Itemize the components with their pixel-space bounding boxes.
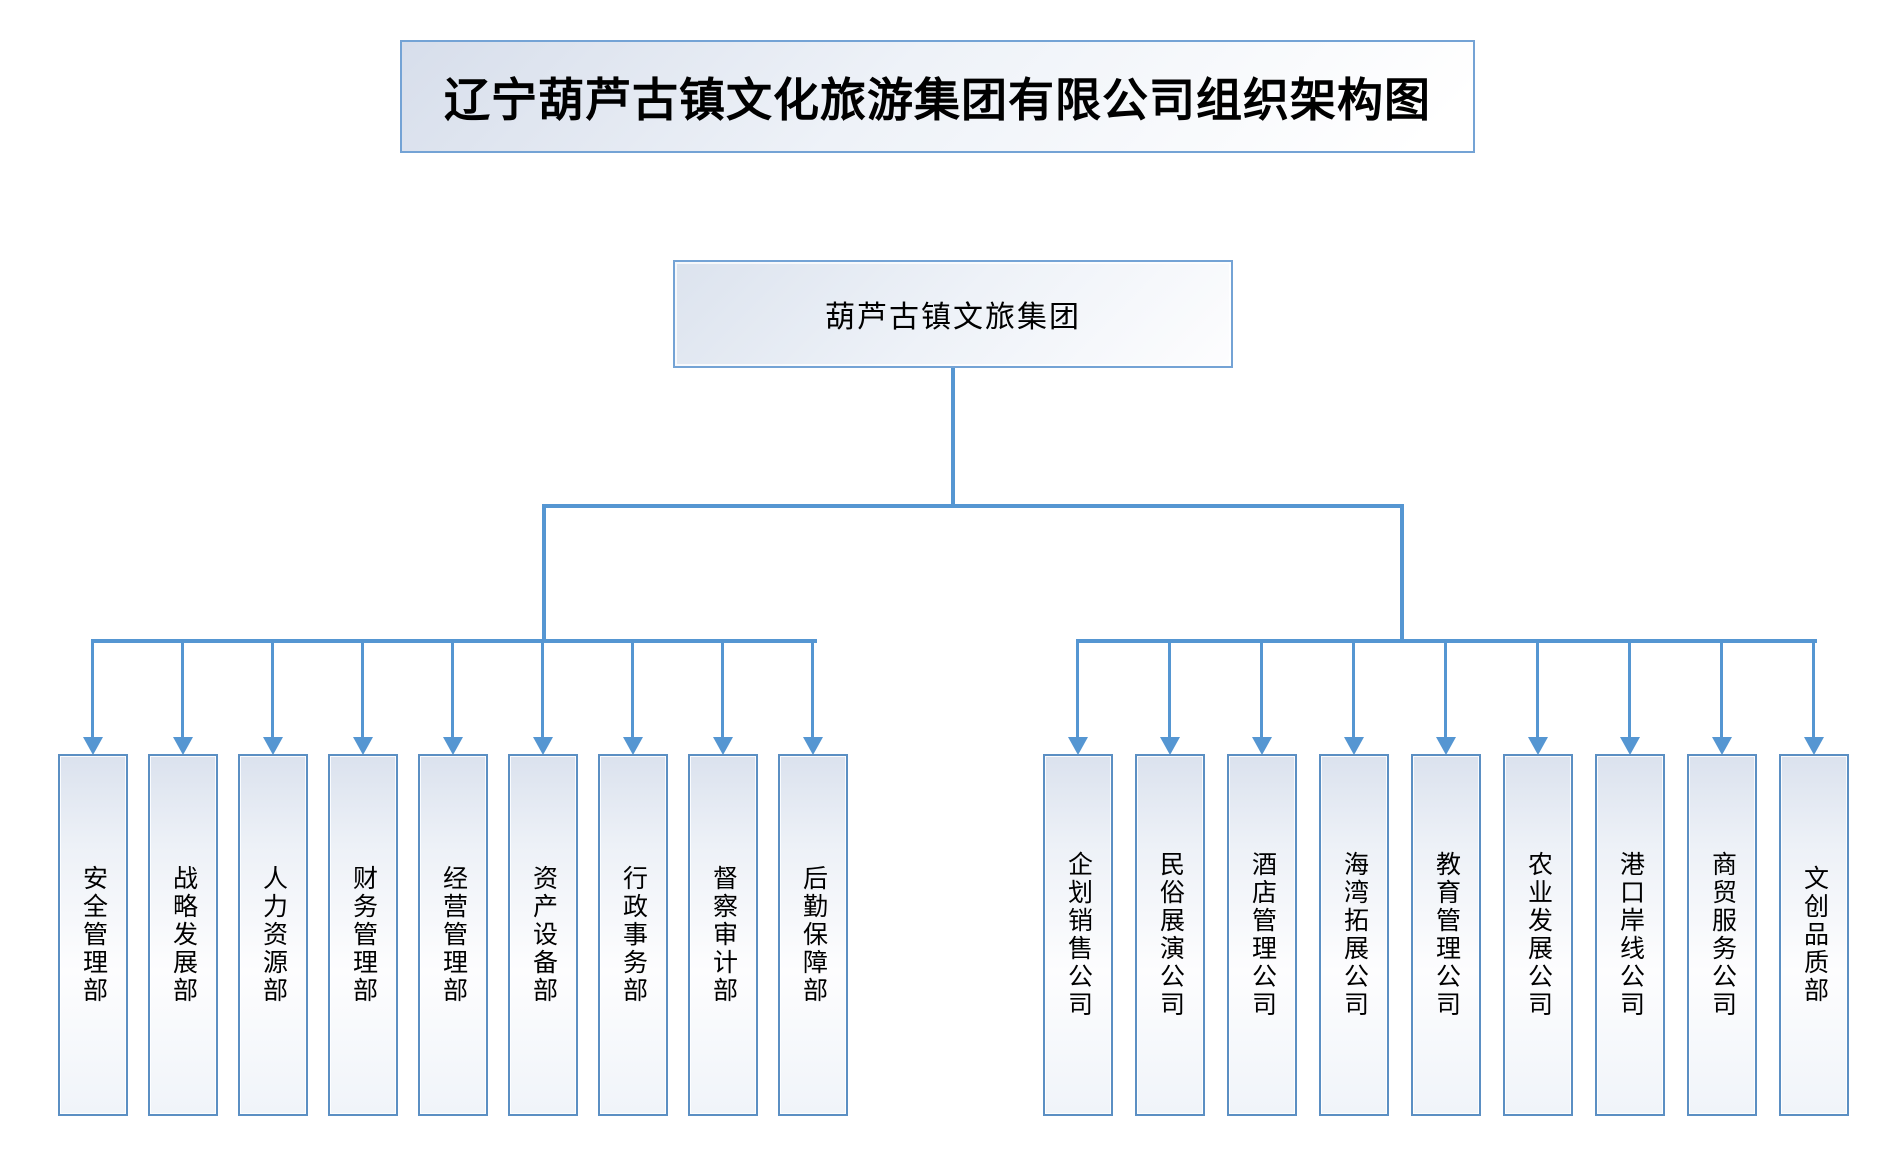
arrow-down-icon — [1160, 737, 1180, 755]
connector-arrow-stub — [181, 641, 184, 737]
root-node-label: 葫芦古镇文旅集团 — [825, 301, 1081, 334]
arrow-down-icon — [623, 737, 643, 755]
arrow-down-icon — [83, 737, 103, 755]
connector-arrow-stub — [1352, 641, 1355, 737]
arrow-down-icon — [1068, 737, 1088, 755]
arrow-down-icon — [1436, 737, 1456, 755]
connector-arrow-stub — [91, 641, 94, 737]
org-box-label: 经营管理部 — [439, 865, 468, 1005]
org-box-label: 海湾拓展公司 — [1340, 851, 1369, 1019]
arrow-down-icon — [263, 737, 283, 755]
arrow-down-icon — [1804, 737, 1824, 755]
org-box-label: 督察审计部 — [709, 865, 738, 1005]
org-box-subsidiary: 民俗展演公司 — [1135, 754, 1205, 1116]
org-box-label: 财务管理部 — [349, 865, 378, 1005]
arrow-down-icon — [1620, 737, 1640, 755]
connector-left-group-bar — [91, 639, 817, 643]
connector-arrow-stub — [811, 641, 814, 737]
org-box-department: 资产设备部 — [508, 754, 578, 1116]
arrow-down-icon — [803, 737, 823, 755]
org-box-label: 战略发展部 — [169, 865, 198, 1005]
arrow-down-icon — [353, 737, 373, 755]
org-box-label: 行政事务部 — [619, 865, 648, 1005]
arrow-down-icon — [173, 737, 193, 755]
org-box-label: 人力资源部 — [259, 865, 288, 1005]
org-box-subsidiary: 海湾拓展公司 — [1319, 754, 1389, 1116]
org-box-department: 督察审计部 — [688, 754, 758, 1116]
org-box-label: 商贸服务公司 — [1708, 851, 1737, 1019]
org-box-label: 农业发展公司 — [1524, 851, 1553, 1019]
org-box-label: 酒店管理公司 — [1248, 851, 1277, 1019]
arrow-down-icon — [1252, 737, 1272, 755]
chart-title-box: 辽宁葫芦古镇文化旅游集团有限公司组织架构图 — [400, 40, 1475, 153]
org-box-department: 经营管理部 — [418, 754, 488, 1116]
connector-arrow-stub — [721, 641, 724, 737]
connector-arrow-stub — [1720, 641, 1723, 737]
org-box-department: 人力资源部 — [238, 754, 308, 1116]
arrow-down-icon — [533, 737, 553, 755]
connector-arrow-stub — [1168, 641, 1171, 737]
arrow-down-icon — [1712, 737, 1732, 755]
chart-title: 辽宁葫芦古镇文化旅游集团有限公司组织架构图 — [444, 73, 1431, 126]
org-box-department: 行政事务部 — [598, 754, 668, 1116]
org-box-department: 战略发展部 — [148, 754, 218, 1116]
org-box-subsidiary: 文创品质部 — [1779, 754, 1849, 1116]
org-box-subsidiary: 港口岸线公司 — [1595, 754, 1665, 1116]
arrow-down-icon — [713, 737, 733, 755]
connector-arrow-stub — [451, 641, 454, 737]
connector-arrow-stub — [1260, 641, 1263, 737]
connector-left-drop — [542, 504, 546, 643]
org-box-label: 民俗展演公司 — [1156, 851, 1185, 1019]
connector-root-stem — [951, 368, 955, 506]
connector-main-bar — [542, 504, 1404, 508]
root-node-box: 葫芦古镇文旅集团 — [673, 260, 1233, 368]
connector-arrow-stub — [541, 641, 544, 737]
connector-arrow-stub — [1812, 641, 1815, 737]
org-box-subsidiary: 教育管理公司 — [1411, 754, 1481, 1116]
org-box-label: 教育管理公司 — [1432, 851, 1461, 1019]
org-box-subsidiary: 企划销售公司 — [1043, 754, 1113, 1116]
arrow-down-icon — [1528, 737, 1548, 755]
connector-arrow-stub — [1628, 641, 1631, 737]
org-box-label: 资产设备部 — [529, 865, 558, 1005]
connector-arrow-stub — [1536, 641, 1539, 737]
arrow-down-icon — [443, 737, 463, 755]
org-box-label: 港口岸线公司 — [1616, 851, 1645, 1019]
connector-arrow-stub — [361, 641, 364, 737]
org-box-subsidiary: 商贸服务公司 — [1687, 754, 1757, 1116]
org-box-subsidiary: 酒店管理公司 — [1227, 754, 1297, 1116]
org-box-department: 安全管理部 — [58, 754, 128, 1116]
org-box-label: 企划销售公司 — [1064, 851, 1093, 1019]
org-box-department: 后勤保障部 — [778, 754, 848, 1116]
connector-arrow-stub — [271, 641, 274, 737]
arrow-down-icon — [1344, 737, 1364, 755]
org-box-subsidiary: 农业发展公司 — [1503, 754, 1573, 1116]
org-box-label: 文创品质部 — [1800, 865, 1829, 1005]
org-box-label: 后勤保障部 — [799, 865, 828, 1005]
org-box-label: 安全管理部 — [79, 865, 108, 1005]
connector-arrow-stub — [1444, 641, 1447, 737]
connector-arrow-stub — [631, 641, 634, 737]
connector-arrow-stub — [1076, 641, 1079, 737]
org-box-department: 财务管理部 — [328, 754, 398, 1116]
connector-right-drop — [1400, 504, 1404, 643]
